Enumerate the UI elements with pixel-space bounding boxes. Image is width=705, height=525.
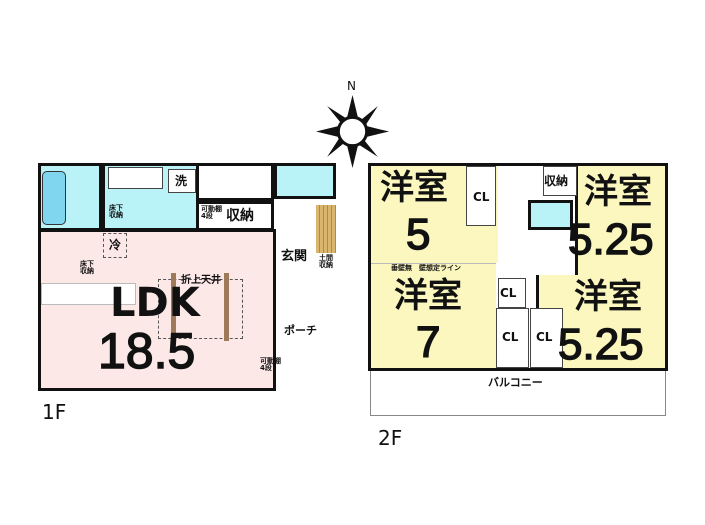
beam [224, 273, 229, 341]
ceiling-area [158, 279, 243, 339]
bathtub-icon [42, 171, 66, 225]
closet: CL [466, 166, 496, 226]
porch-label: ポーチ [284, 324, 317, 337]
storage-2f: 収納 [543, 166, 577, 196]
shoe-stairs [316, 205, 336, 253]
ldk-size: 18.5 [97, 323, 196, 379]
balcony [370, 368, 666, 416]
stairs [196, 163, 274, 201]
room-name: 洋室 [380, 168, 448, 208]
closet-label: CL [502, 330, 519, 344]
fridge: 冷 [103, 233, 127, 258]
storage-2f-label: 収納 [544, 174, 569, 188]
doma-storage-label: 土間 収納 [319, 254, 333, 269]
wall-note: 垂壁無 壁想定ライン [391, 264, 461, 272]
storage [196, 201, 274, 231]
shelf-label: 可動棚 4段 [201, 205, 222, 220]
room-size: 7 [415, 318, 441, 367]
room-size: 5 [405, 210, 431, 259]
closet-label: CL [500, 286, 517, 300]
toilet-2f [528, 200, 573, 230]
closet: CL [496, 308, 529, 368]
closet-label: CL [473, 190, 490, 204]
toilet-1f [274, 163, 336, 199]
floor1-plan: 洗 床下 収納 収納 可動棚 4段 玄関 土間 収納 冷 床下 収納 折上天井 … [38, 163, 338, 393]
room-size: 5.25 [557, 320, 644, 369]
compass-north-label: N [347, 79, 356, 93]
room-name: 洋室 [584, 172, 652, 212]
floor1-label: 1F [42, 400, 67, 424]
entrance-label: 玄関 [281, 249, 308, 264]
floor2-label: 2F [378, 426, 403, 450]
kitchen-counter [41, 283, 136, 305]
washer-box: 洗 [168, 169, 196, 193]
washbasin-icon [108, 167, 163, 189]
ldk-label: LDK [110, 280, 200, 326]
underfloor-storage-label-2: 床下 収納 [80, 260, 94, 275]
compass-rose-icon [316, 95, 389, 168]
floor2-plan: バルコニー CL CL CL CL 収納 洋室 5 垂壁無 壁想定ライン 洋室 … [368, 163, 668, 418]
wash-label: 洗 [175, 174, 188, 188]
balcony-label: バルコニー [488, 376, 543, 389]
closet-label: CL [536, 330, 553, 344]
closet: CL [530, 308, 563, 368]
ldk-room [38, 229, 276, 391]
shelf-label-2: 可動棚 4段 [260, 357, 281, 372]
underfloor-storage-label: 床下 収納 [109, 204, 123, 219]
room-western-7 [371, 263, 496, 368]
closet: CL [498, 278, 526, 308]
room-name: 洋室 [394, 276, 462, 316]
compass: N [315, 80, 390, 170]
room-size: 5.25 [567, 215, 654, 264]
room-name: 洋室 [574, 277, 642, 317]
ceiling-label: 折上天井 [181, 275, 221, 286]
storage-label: 収納 [226, 208, 254, 224]
fridge-label: 冷 [109, 238, 122, 252]
beam [171, 273, 176, 341]
